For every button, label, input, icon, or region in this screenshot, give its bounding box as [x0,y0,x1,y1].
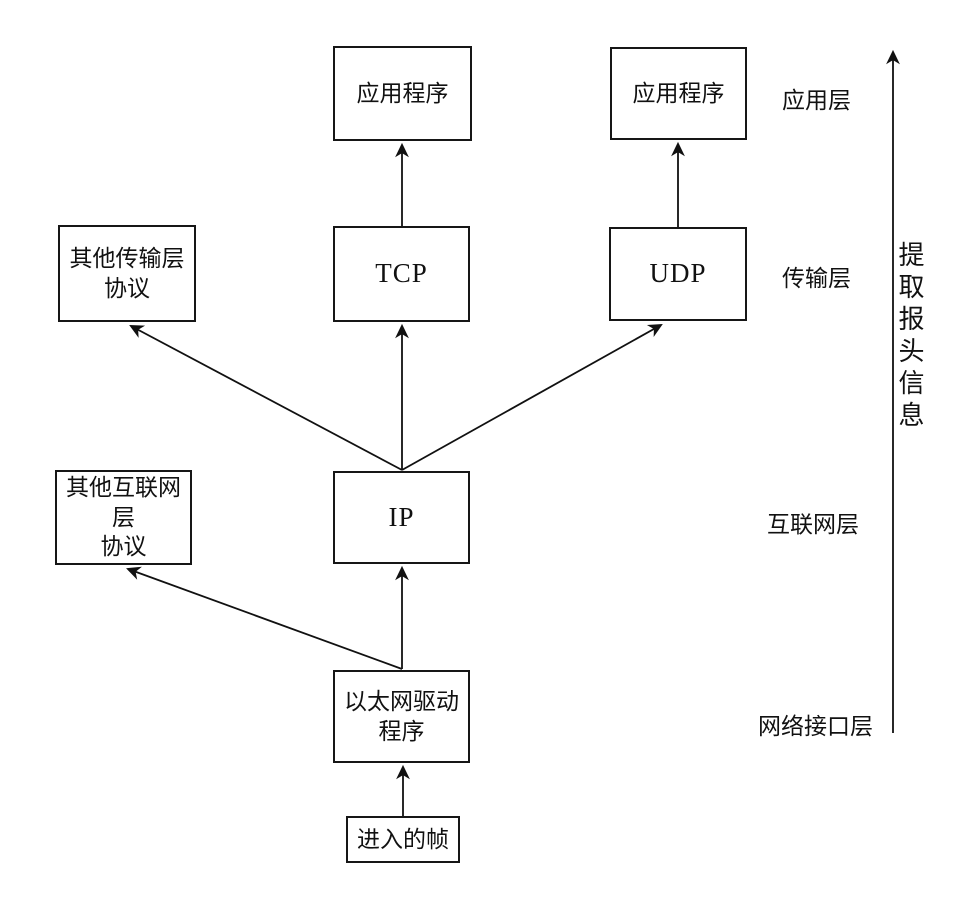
node-application-2: 应用程序 [610,47,747,140]
arrow [126,566,403,670]
layer-label-application: 应用层 [782,88,851,113]
arrow [129,325,403,471]
node-ip: IP [333,471,470,564]
node-tcp: TCP [333,226,470,322]
node-ethernet-driver: 以太网驱动 程序 [333,670,470,763]
layer-label-transport: 传输层 [782,266,851,291]
node-other-internet-protocols: 其他互联网层 协议 [55,470,192,565]
node-application-1: 应用程序 [333,46,472,141]
layer-label-internet: 互联网层 [767,512,859,537]
extract-header-info-annotation: 提取报头信息 [895,241,924,433]
node-incoming-frame: 进入的帧 [346,816,460,863]
node-other-transport-protocols: 其他传输层 协议 [58,225,196,322]
arrow [401,323,663,471]
node-udp: UDP [609,227,747,321]
layer-label-network-interface: 网络接口层 [758,714,873,739]
